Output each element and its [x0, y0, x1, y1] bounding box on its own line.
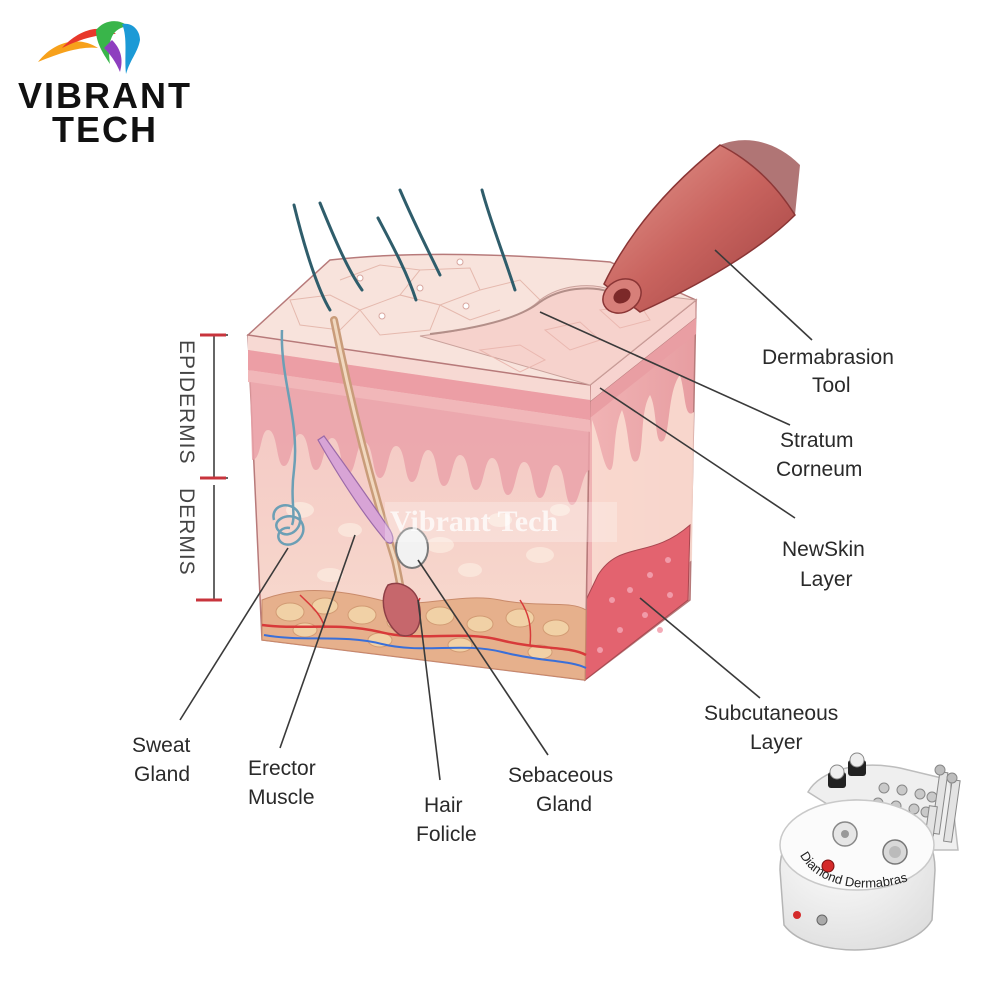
- sweat-gland: [272, 329, 305, 546]
- label-line: Sebaceous: [508, 764, 613, 787]
- watermark: Vibrant Tech: [390, 505, 558, 538]
- label-newskin-layer: NewSkin Layer: [782, 538, 865, 591]
- label-sweat-gland: Sweat Gland: [132, 734, 191, 786]
- dermis-label: DERMIS: [175, 488, 198, 576]
- label-line: Hair: [424, 794, 463, 817]
- label-hair-folicle: Hair Folicle: [416, 794, 477, 846]
- logo-line2: TECH: [52, 109, 158, 150]
- label-subcutaneous-layer: Subcutaneous Layer: [704, 702, 838, 754]
- label-line: Stratum: [780, 429, 854, 452]
- label-line: Muscle: [248, 786, 315, 809]
- logo-swoosh-icon: [38, 21, 140, 75]
- label-line: Dermabrasion: [762, 346, 894, 369]
- label-line: Layer: [750, 731, 803, 754]
- logo-line1: VIBRANT: [18, 75, 192, 116]
- hair-shafts: [292, 188, 517, 312]
- erector-muscle: [317, 435, 394, 544]
- dermabrasion-tool: [602, 140, 800, 314]
- label-line: Sweat: [132, 734, 191, 757]
- label-erector-muscle: Erector Muscle: [248, 757, 316, 809]
- label-line: NewSkin: [782, 538, 865, 561]
- label-line: Corneum: [776, 458, 862, 481]
- label-sebaceous-gland: Sebaceous Gland: [508, 764, 613, 816]
- label-line: Tool: [812, 374, 851, 397]
- label-line: Layer: [800, 568, 853, 591]
- epidermis-label: EPIDERMIS: [175, 340, 198, 465]
- watermark-box: [385, 502, 617, 542]
- label-line: Gland: [134, 763, 190, 786]
- label-stratum-corneum: Stratum Corneum: [776, 429, 862, 481]
- epidermis-layer: [250, 382, 590, 505]
- label-line: Erector: [248, 757, 316, 780]
- leader-lines: [179, 249, 813, 781]
- label-line: Gland: [536, 793, 592, 816]
- sebaceous-gland: [395, 527, 429, 569]
- label-line: Folicle: [416, 823, 477, 846]
- label-line: Subcutaneous: [704, 702, 838, 725]
- layer-brackets: [196, 333, 228, 602]
- label-dermabrasion-tool: Dermabrasion Tool: [762, 346, 894, 397]
- brand-logo: VIBRANT TECH: [18, 21, 192, 150]
- subcutaneous-face: [584, 523, 691, 682]
